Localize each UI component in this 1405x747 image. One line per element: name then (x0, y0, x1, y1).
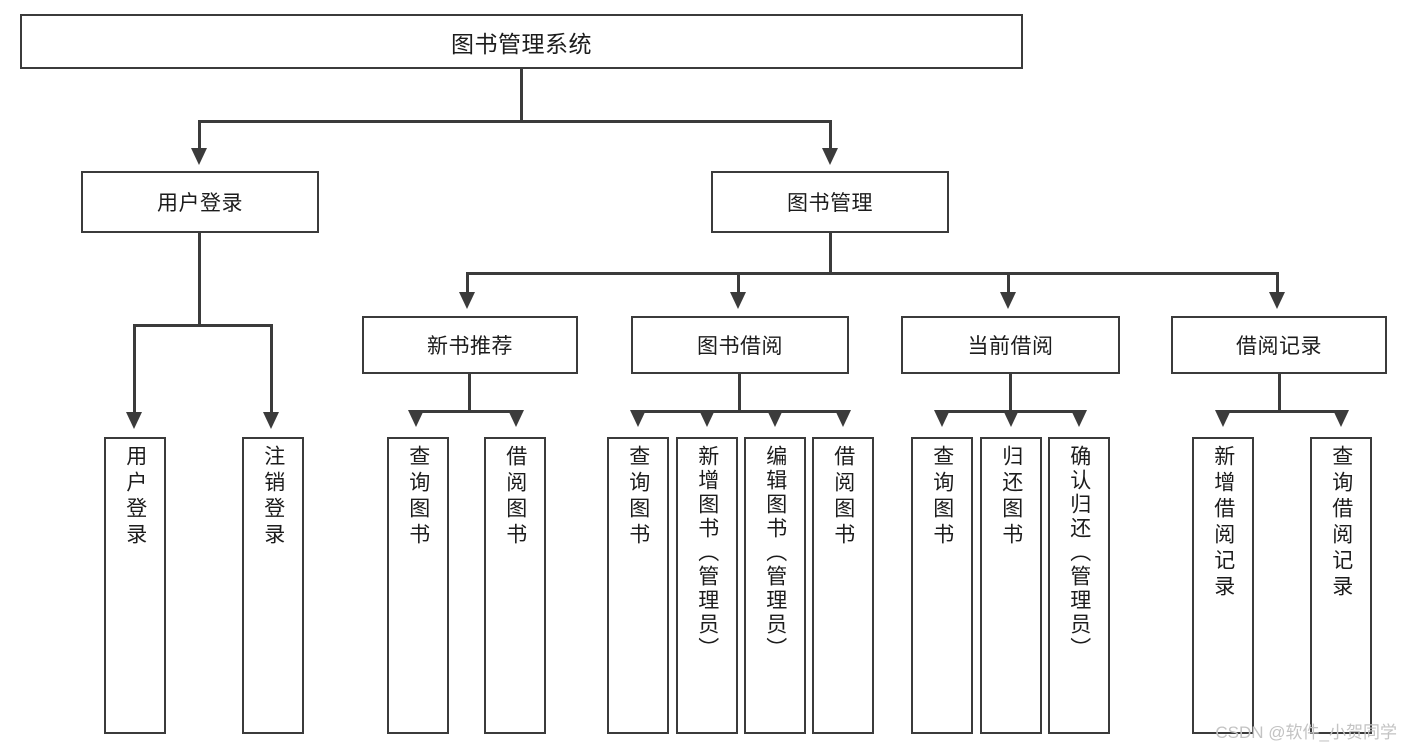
edge-user-login-bus (133, 324, 271, 327)
edge-book-manage-drop-1 (466, 272, 469, 292)
arrowhead-leaf-query-book-1 (408, 410, 424, 427)
node-leaf-add-borrow-record[interactable]: 新增借阅记录 (1192, 437, 1254, 734)
node-leaf-return-book[interactable]: 归还图书 (980, 437, 1042, 734)
node-leaf-query-book-2-label: 查询图书 (626, 445, 650, 549)
edge-book-manage-drop-2 (737, 272, 740, 292)
node-leaf-confirm-return-admin[interactable]: 确认归还（管理员） (1048, 437, 1110, 734)
edge-book-manage-stem (829, 233, 832, 273)
node-leaf-add-book-admin[interactable]: 新增图书（管理员） (676, 437, 738, 734)
edge-book-borrow-bus (636, 410, 842, 413)
arrowhead-user-login (191, 148, 207, 165)
edge-borrow-record-bus (1222, 410, 1341, 413)
arrowhead-leaf-user-login (126, 412, 142, 429)
node-book-manage[interactable]: 图书管理 (711, 171, 949, 233)
edge-book-manage-drop-3 (1007, 272, 1010, 292)
arrowhead-leaf-query-book-2 (630, 410, 646, 427)
node-leaf-query-book-3[interactable]: 查询图书 (911, 437, 973, 734)
arrowhead-book-borrow (730, 292, 746, 309)
node-leaf-return-book-label: 归还图书 (999, 445, 1023, 549)
node-book-borrow[interactable]: 图书借阅 (631, 316, 849, 374)
node-leaf-add-borrow-record-label: 新增借阅记录 (1211, 445, 1235, 601)
edge-book-borrow-stem (738, 374, 741, 411)
arrowhead-leaf-query-borrow-record (1333, 410, 1349, 427)
arrowhead-current-borrow (1000, 292, 1016, 309)
node-leaf-edit-book-admin-label: 编辑图书（管理员） (763, 445, 787, 661)
node-leaf-logout-login[interactable]: 注销登录 (242, 437, 304, 734)
arrowhead-borrow-record (1269, 292, 1285, 309)
node-root-label: 图书管理系统 (451, 30, 592, 57)
edge-root-to-user-login-drop (198, 120, 201, 148)
node-new-book-recommend[interactable]: 新书推荐 (362, 316, 578, 374)
edge-borrow-record-stem (1278, 374, 1281, 411)
node-book-borrow-label: 图书借阅 (697, 335, 783, 358)
edge-user-login-drop-1 (133, 324, 136, 412)
node-leaf-borrow-book-1[interactable]: 借阅图书 (484, 437, 546, 734)
edge-new-book-recommend-stem (468, 374, 471, 411)
node-leaf-borrow-book-1-label: 借阅图书 (503, 445, 527, 549)
edge-new-book-recommend-bus (415, 410, 522, 413)
node-user-login-label: 用户登录 (157, 192, 243, 215)
node-current-borrow-label: 当前借阅 (967, 335, 1054, 358)
arrowhead-leaf-add-borrow-record (1215, 410, 1231, 427)
node-leaf-user-login-label: 用户登录 (123, 445, 147, 549)
node-leaf-confirm-return-admin-label: 确认归还（管理员） (1067, 445, 1091, 661)
arrowhead-leaf-add-book-admin (699, 410, 715, 427)
node-leaf-edit-book-admin[interactable]: 编辑图书（管理员） (744, 437, 806, 734)
arrowhead-leaf-borrow-book-2 (835, 410, 851, 427)
node-borrow-record-label: 借阅记录 (1236, 335, 1322, 358)
arrowhead-leaf-confirm-return-admin (1071, 410, 1087, 427)
edge-current-borrow-stem (1009, 374, 1012, 411)
arrowhead-book-manage (822, 148, 838, 165)
edge-root-bus (198, 120, 832, 123)
edge-user-login-stem (198, 233, 201, 325)
node-leaf-query-book-3-label: 查询图书 (930, 445, 954, 549)
edge-book-manage-bus (466, 272, 1279, 275)
node-leaf-borrow-book-2[interactable]: 借阅图书 (812, 437, 874, 734)
node-user-login[interactable]: 用户登录 (81, 171, 319, 233)
arrowhead-leaf-edit-book-admin (767, 410, 783, 427)
node-current-borrow[interactable]: 当前借阅 (901, 316, 1120, 374)
arrowhead-new-book-recommend (459, 292, 475, 309)
arrowhead-leaf-borrow-book-1 (508, 410, 524, 427)
edge-root-to-book-manage-drop (829, 120, 832, 148)
node-leaf-query-book-1-label: 查询图书 (406, 445, 430, 549)
node-borrow-record[interactable]: 借阅记录 (1171, 316, 1387, 374)
node-leaf-add-book-admin-label: 新增图书（管理员） (695, 445, 719, 661)
node-leaf-query-book-2[interactable]: 查询图书 (607, 437, 669, 734)
node-leaf-query-borrow-record-label: 查询借阅记录 (1329, 445, 1353, 601)
node-leaf-query-book-1[interactable]: 查询图书 (387, 437, 449, 734)
node-leaf-query-borrow-record[interactable]: 查询借阅记录 (1310, 437, 1372, 734)
edge-user-login-drop-2 (270, 324, 273, 412)
node-book-manage-label: 图书管理 (787, 192, 873, 215)
node-leaf-user-login[interactable]: 用户登录 (104, 437, 166, 734)
node-leaf-logout-login-label: 注销登录 (261, 445, 285, 549)
node-leaf-borrow-book-2-label: 借阅图书 (831, 445, 855, 549)
node-root[interactable]: 图书管理系统 (20, 14, 1023, 69)
arrowhead-leaf-query-book-3 (934, 410, 950, 427)
node-new-book-recommend-label: 新书推荐 (427, 335, 513, 358)
arrowhead-leaf-return-book (1003, 410, 1019, 427)
edge-book-manage-drop-4 (1276, 272, 1279, 292)
arrowhead-leaf-logout-login (263, 412, 279, 429)
edge-root-stem (520, 69, 523, 121)
